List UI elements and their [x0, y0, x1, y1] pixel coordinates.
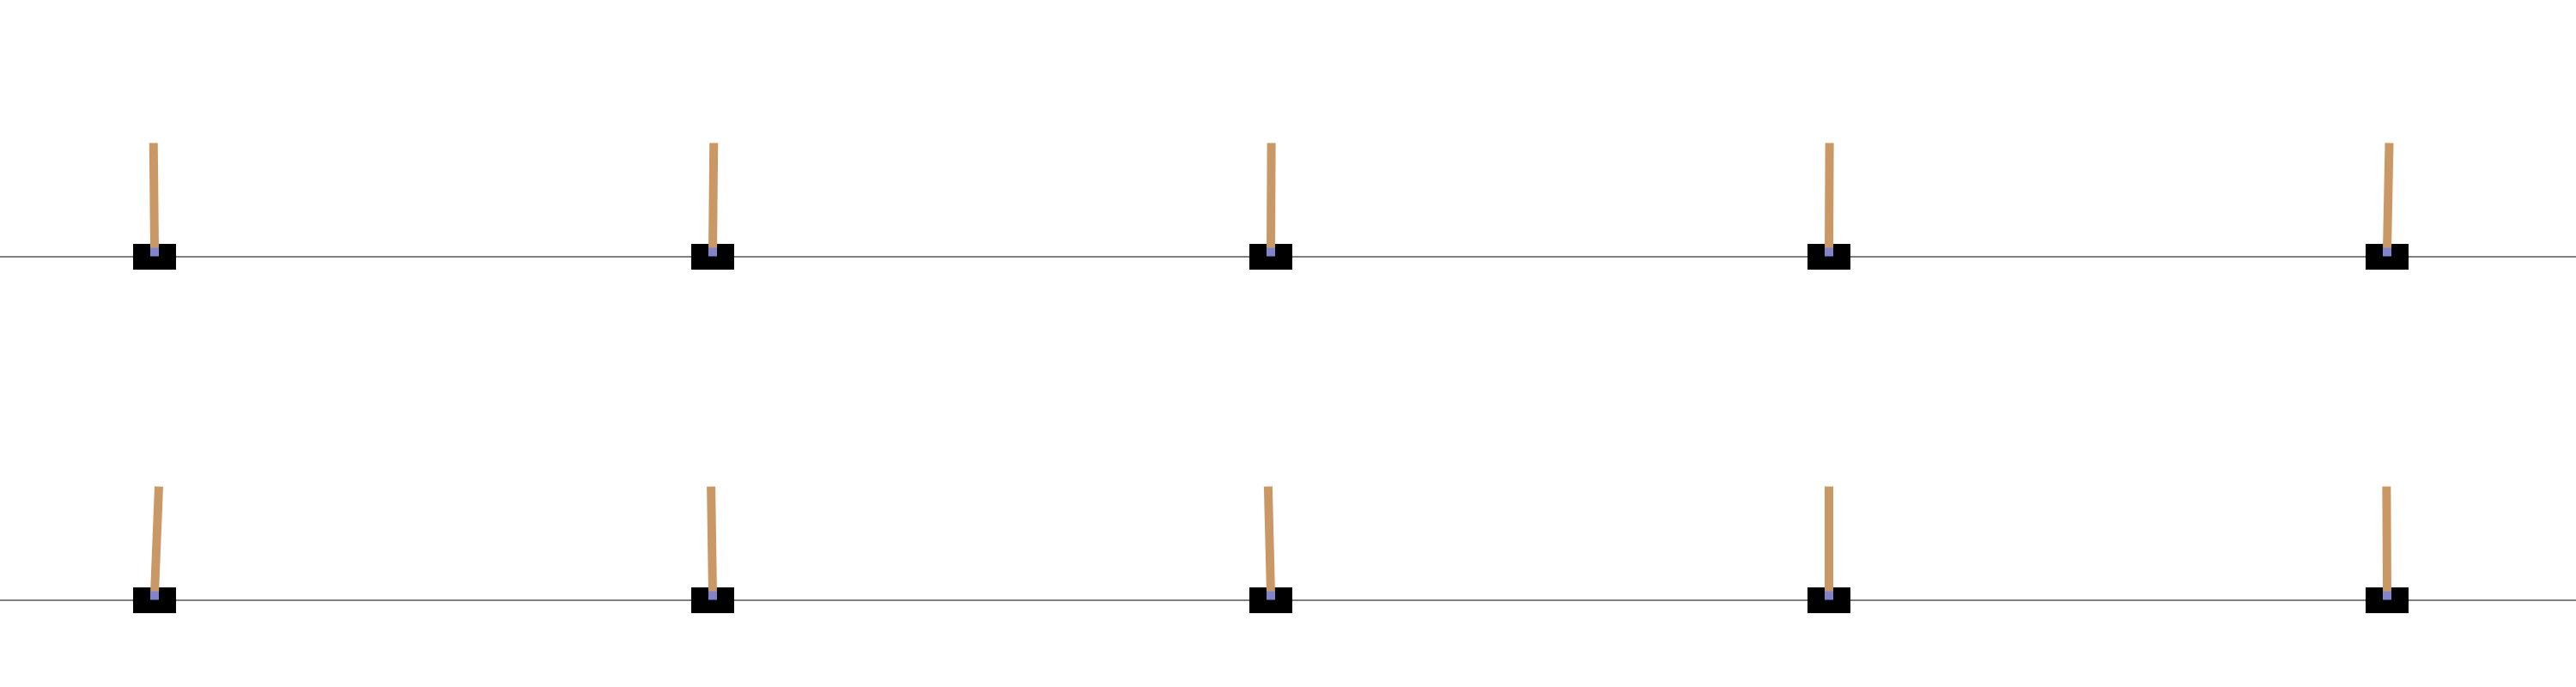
pole [708, 143, 719, 251]
axle [1267, 591, 1275, 600]
axle [150, 591, 159, 600]
axle [2383, 247, 2391, 257]
pole [149, 143, 159, 251]
environments [133, 143, 2409, 613]
cartpole-env [133, 143, 176, 270]
axle [1825, 247, 1833, 257]
pole [1825, 143, 1834, 251]
pole [1263, 486, 1275, 594]
cartpole-env [1807, 486, 1850, 613]
pole [2382, 486, 2391, 594]
cartpole-env [2366, 143, 2409, 270]
axle [708, 247, 717, 257]
cartpole-env [1807, 143, 1850, 270]
cartpole-env [691, 143, 734, 270]
axle [2383, 591, 2391, 600]
axle [1825, 591, 1833, 600]
cartpole-env [1249, 486, 1292, 613]
cartpole-env [1249, 143, 1292, 270]
cartpole-env [133, 486, 176, 613]
axle [708, 591, 717, 600]
pole [707, 486, 717, 594]
pole [2383, 143, 2394, 251]
cartpole-env [2366, 486, 2409, 613]
cartpole-env [691, 486, 734, 613]
axle [150, 247, 159, 257]
pole [150, 486, 163, 594]
axle [1267, 247, 1275, 257]
pole [1267, 143, 1276, 251]
